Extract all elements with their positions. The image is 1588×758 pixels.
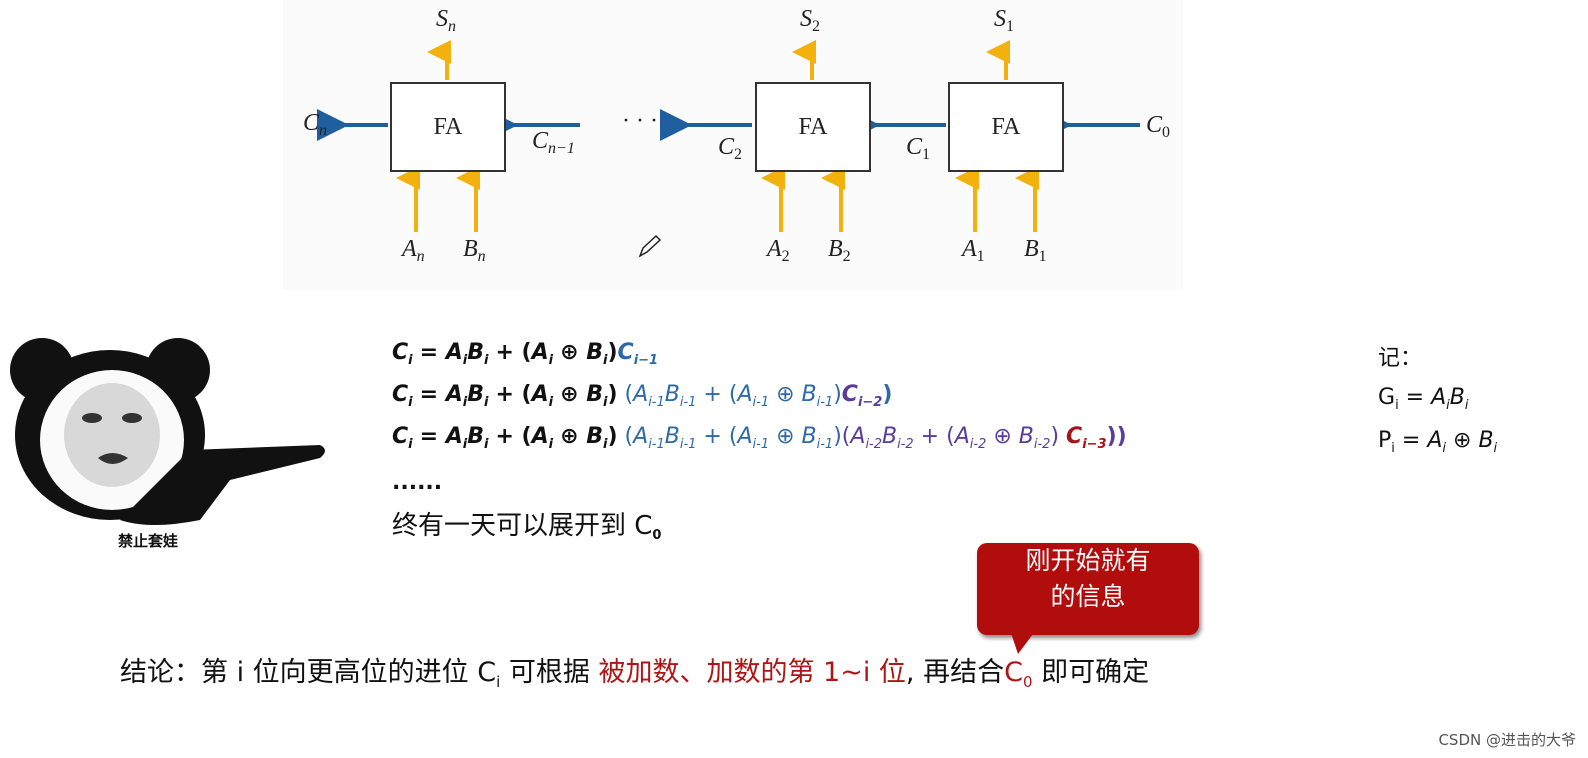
equation-line-2: Ci = AiBi + (Ai ⊕ Bi) (Ai-1Bi-1 + (Ai-1 … xyxy=(392,382,893,410)
equation-line-3: Ci = AiBi + (Ai ⊕ Bi) (Ai-1Bi-1 + (Ai-1 … xyxy=(392,424,1127,452)
label-an: An xyxy=(402,236,425,265)
panda-meme-image xyxy=(10,338,325,525)
label-s1: S1 xyxy=(994,6,1014,35)
input-arrows xyxy=(396,166,1039,232)
note-g: Gi = AiBi xyxy=(1378,385,1469,413)
callout-line-1: 刚开始就有 xyxy=(1025,546,1151,575)
label-b1: B1 xyxy=(1024,236,1047,265)
label-c0: C0 xyxy=(1146,112,1171,141)
label-b2: B2 xyxy=(828,236,851,265)
label-cn-1: Cn−1 xyxy=(532,128,575,157)
full-adder-n: FA xyxy=(390,82,506,172)
label-a2: A2 xyxy=(767,236,790,265)
label-c1: C1 xyxy=(906,134,931,163)
label-a1: A1 xyxy=(962,236,985,265)
label-s2: S2 xyxy=(800,6,820,35)
adder-diagram-arrows xyxy=(317,40,1140,258)
equation-line-1: Ci = AiBi + (Ai ⊕ Bi)Ci−1 xyxy=(392,340,659,368)
callout-line-2: 的信息 xyxy=(1050,582,1126,611)
meme-caption: 禁止套娃 xyxy=(118,532,179,550)
conclusion-text: 结论：第 i 位向更高位的进位 Ci 可根据 被加数、加数的第 1~i 位, 再… xyxy=(120,657,1150,691)
label-cn: Cn xyxy=(303,110,328,139)
pencil-icon xyxy=(638,234,662,258)
ellipsis: · · · xyxy=(622,108,658,134)
label-bn: Bn xyxy=(463,236,486,265)
equation-dots: ...... xyxy=(392,470,443,495)
note-p: Pi = Ai ⊕ Bi xyxy=(1378,428,1498,456)
watermark: CSDN @进击的大爷 xyxy=(1438,731,1576,749)
sum-arrows xyxy=(427,40,1010,80)
full-adder-2: FA xyxy=(755,82,871,172)
expand-text: 终有一天可以展开到 C0 xyxy=(392,511,662,543)
callout-pointer xyxy=(1010,630,1036,654)
callout-bubble: 刚开始就有 的信息 xyxy=(977,543,1199,635)
full-adder-1: FA xyxy=(948,82,1064,172)
label-sn: Sn xyxy=(436,6,456,35)
note-title: 记： xyxy=(1378,346,1423,371)
label-c2: C2 xyxy=(718,134,743,163)
